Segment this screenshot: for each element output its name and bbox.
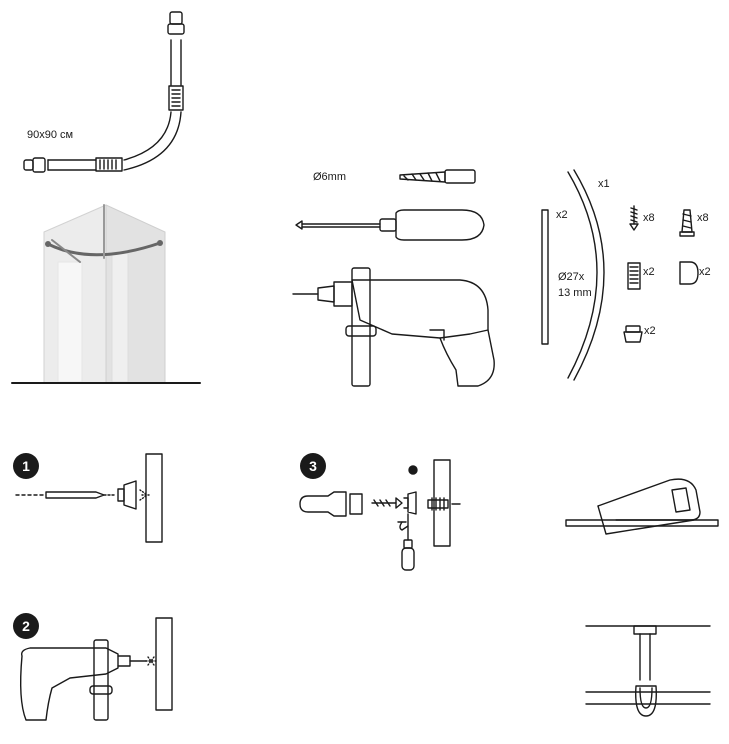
end-cap-count-label: x2 — [699, 266, 711, 278]
parts-illustration — [541, 169, 699, 381]
size-label: 90x90 см — [27, 129, 74, 141]
end-cap-part — [679, 261, 699, 285]
rod-count-label: x2 — [556, 209, 568, 221]
bracket-count-label: x2 — [644, 325, 656, 337]
hacksaw-illustration — [565, 478, 719, 535]
connector-horizontal — [95, 157, 123, 172]
connector-vertical — [168, 85, 184, 111]
straight-rod — [541, 209, 549, 345]
bracket-part — [623, 325, 643, 343]
curve-count-label: x1 — [598, 178, 610, 190]
anchor-count-label: x8 — [697, 212, 709, 224]
ceiling-cap-top — [169, 11, 183, 25]
step-2-badge: 2 — [13, 613, 39, 639]
connector-part — [627, 262, 641, 290]
step-3-illustration — [299, 459, 461, 571]
drill-bit-label: Ø6mm — [313, 171, 346, 183]
anchor-part — [679, 209, 695, 237]
power-drill-illustration — [292, 267, 495, 387]
ceiling-bracket-top — [167, 23, 185, 35]
step-1-illustration — [15, 453, 163, 543]
step-1-badge: 1 — [13, 453, 39, 479]
screw-part — [629, 205, 639, 231]
connector-count-label: x2 — [643, 266, 655, 278]
drill-bit-illustration — [399, 169, 476, 184]
step-3-badge: 3 — [300, 453, 326, 479]
assembled-rod-illustration — [23, 11, 185, 173]
rod-curve-inner — [123, 111, 172, 161]
ceiling-mount-illustration — [585, 625, 711, 717]
wall-bracket-left — [32, 157, 46, 173]
shower-corner-illustration — [11, 204, 201, 384]
diameter-label: Ø27x — [558, 271, 585, 283]
step-2-illustration — [19, 617, 173, 721]
screw-count-label: x8 — [643, 212, 655, 224]
rod-curve-outer — [123, 111, 182, 171]
screwdriver-illustration — [295, 209, 485, 241]
diameter-length-label: 13 mm — [558, 287, 592, 299]
